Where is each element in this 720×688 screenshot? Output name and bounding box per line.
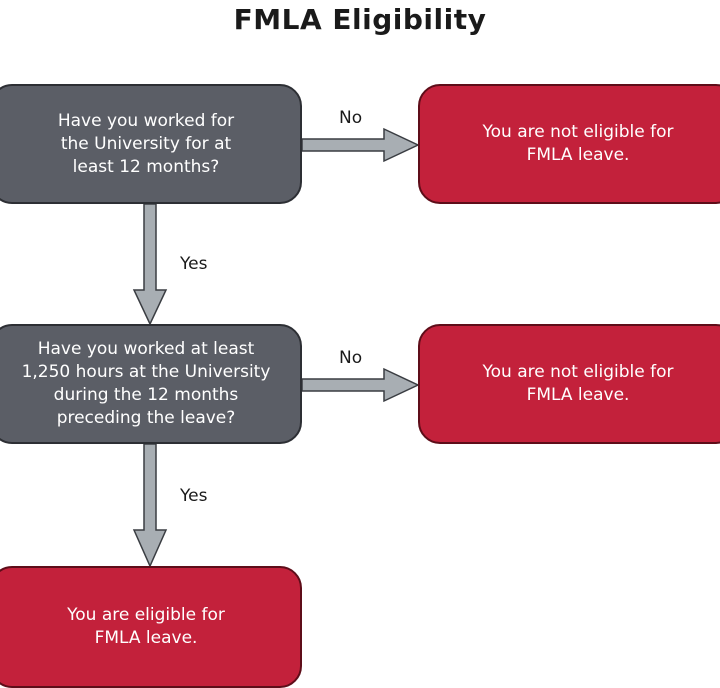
question-1250-hours-text: Have you worked at least 1,250 hours at … [21, 339, 271, 428]
result-eligible-text: You are eligible for FMLA leave. [67, 605, 225, 648]
result-not-eligible-1: You are not eligible for FMLA leave. [418, 84, 720, 204]
arrow-q1-to-q2 [132, 203, 168, 326]
edge-label-no-2: No [339, 348, 363, 368]
result-not-eligible-1-text: You are not eligible for FMLA leave. [482, 122, 674, 165]
diagram-title: FMLA Eligibility [233, 3, 487, 36]
arrow-q2-to-n2 [301, 367, 420, 403]
question-12-months-text: Have you worked for the University for a… [57, 110, 235, 177]
edge-label-no-1: No [339, 108, 363, 128]
arrow-q1-to-n1 [301, 127, 420, 163]
result-not-eligible-2-text: You are not eligible for FMLA leave. [482, 362, 674, 405]
question-12-months: Have you worked for the University for a… [0, 84, 302, 204]
question-1250-hours: Have you worked at least 1,250 hours at … [0, 324, 302, 444]
edge-label-yes-2: Yes [180, 486, 208, 506]
arrow-q2-to-e1 [132, 443, 168, 568]
result-not-eligible-2: You are not eligible for FMLA leave. [418, 324, 720, 444]
result-eligible: You are eligible for FMLA leave. [0, 566, 302, 688]
edge-label-yes-1: Yes [180, 254, 208, 274]
